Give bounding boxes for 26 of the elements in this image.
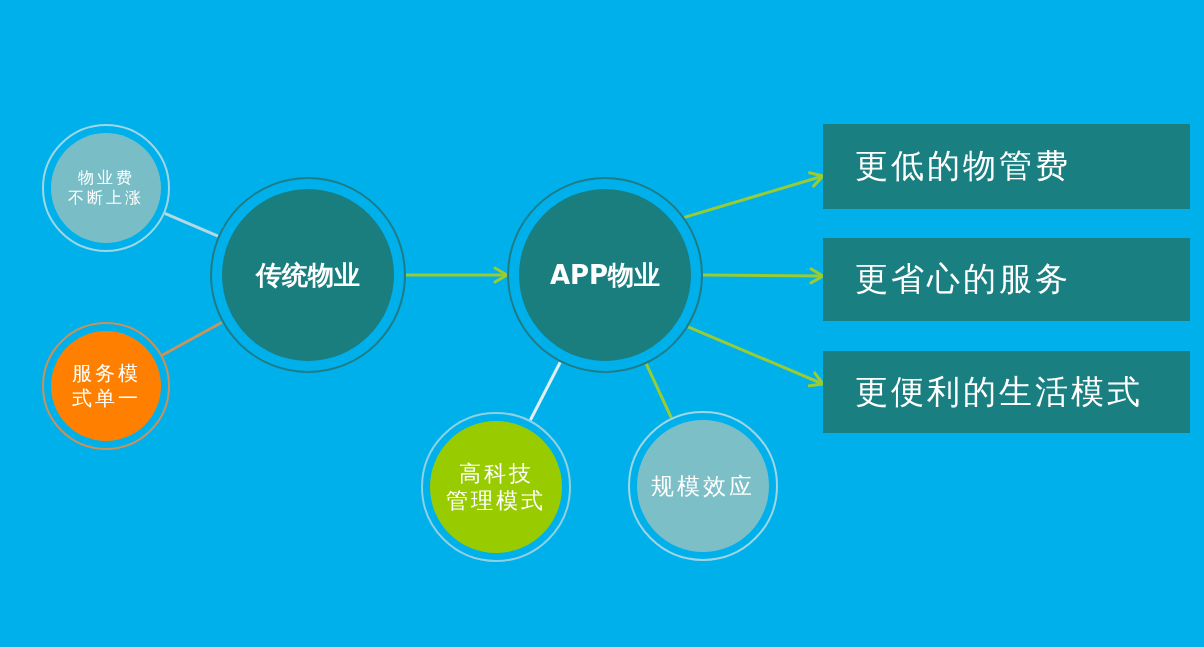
connector-line	[528, 361, 562, 421]
node-label: 物业费不断上涨	[68, 168, 144, 208]
node-label: 传统物业	[256, 258, 360, 292]
node-label: APP物业	[549, 258, 661, 292]
arrow	[687, 325, 825, 388]
connector-line	[161, 320, 223, 357]
benefit-card	[823, 124, 1190, 209]
card-label: 更低的物管费	[855, 145, 1071, 187]
circle-node	[42, 322, 170, 450]
circle-node	[507, 177, 703, 373]
circle-node	[421, 412, 571, 562]
connector-line	[644, 363, 673, 419]
node-label: 规模效应	[651, 471, 755, 501]
connector-line	[164, 211, 219, 238]
circle-node	[42, 124, 170, 252]
arrow	[703, 267, 825, 285]
card-label: 更便利的生活模式	[855, 370, 1143, 413]
arrow	[406, 266, 509, 284]
node-label: 高科技管理模式	[446, 459, 546, 515]
benefit-card	[823, 351, 1190, 433]
circle-node	[628, 411, 778, 561]
benefit-card	[823, 238, 1190, 321]
circle-node	[210, 177, 406, 373]
arrow	[683, 171, 825, 219]
card-label: 更省心的服务	[855, 258, 1071, 300]
node-label: 服务模式单一	[71, 361, 141, 411]
